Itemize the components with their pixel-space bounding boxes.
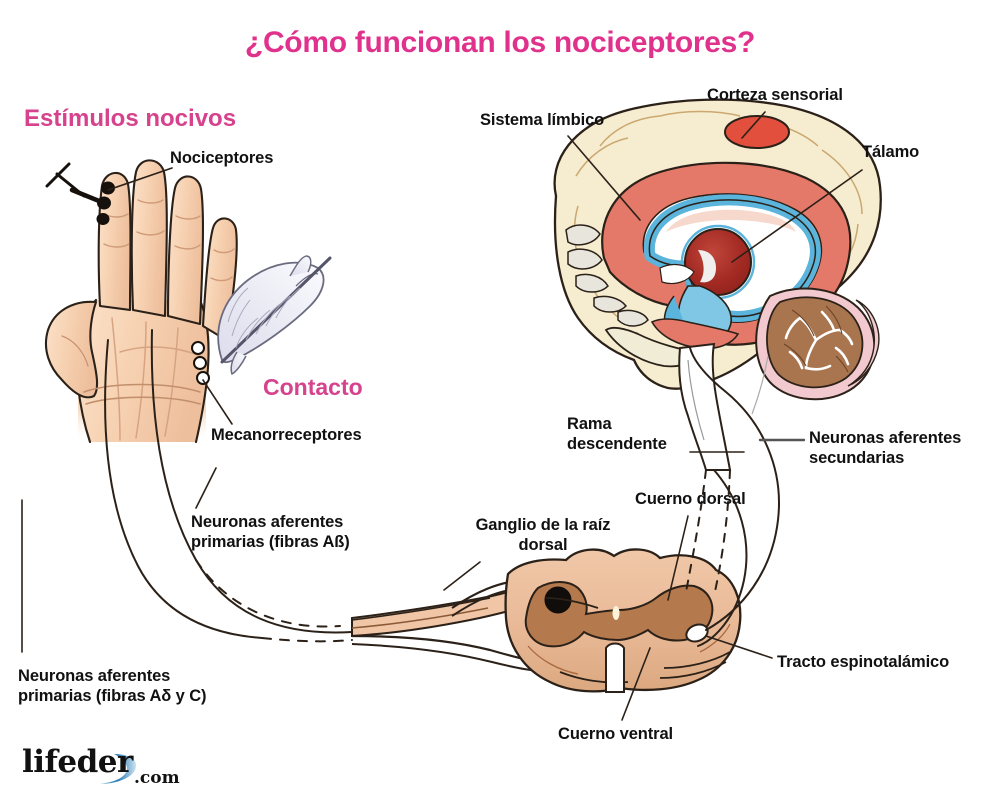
mechanoreceptor-dots (191, 341, 210, 385)
label-cuerno-ventral: Cuerno ventral (558, 725, 674, 743)
cerebellum-region (755, 287, 880, 401)
thalamus-region (684, 228, 752, 296)
feather-icon (217, 255, 332, 376)
spinal-cord-cross-section (351, 548, 742, 693)
label-rama-descendente: Rama descendente (567, 415, 667, 454)
heading-contacto: Contacto (263, 374, 363, 400)
label-nociceptores: Nociceptores (170, 149, 274, 167)
label-talamo: Tálamo (862, 143, 920, 161)
label-corteza-sensorial: Corteza sensorial (707, 86, 843, 104)
label-aferentes-secundarias: Neuronas aferentes secundarias (809, 429, 962, 468)
corteza-sensorial-region (724, 115, 790, 149)
lifeder-logo[interactable]: lifeder .com (22, 744, 202, 790)
label-tracto-espinotalamico: Tracto espinotalámico (777, 653, 950, 671)
logo-wordmark: lifeder (22, 744, 133, 780)
logo-domain: .com (134, 768, 180, 788)
heading-estimulos-nocivos: Estímulos nocivos (24, 105, 237, 132)
page-title: ¿Cómo funcionan los nociceptores? (244, 26, 756, 59)
label-aferentes-primarias-abeta: Neuronas aferentes primarias (fibras Aß) (191, 513, 350, 552)
label-sistema-limbico: Sistema límbico (480, 111, 605, 129)
label-cuerno-dorsal: Cuerno dorsal (635, 490, 746, 508)
brain-sagittal-section (553, 98, 882, 471)
label-aferentes-primarias-adelta-c: Neuronas aferentes primarias (fibras Aδ … (18, 667, 207, 706)
logo-swoosh-icon (100, 754, 137, 784)
pin-tack-icon (45, 162, 107, 206)
label-mecanorreceptores: Mecanorreceptores (211, 426, 362, 444)
label-ganglio-raiz-dorsal: Ganglio de la raíz dorsal (475, 516, 611, 555)
